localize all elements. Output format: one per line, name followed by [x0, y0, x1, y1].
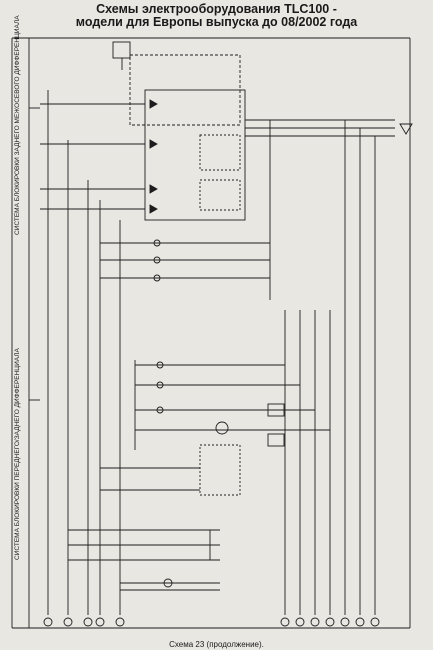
switch-contact [153, 274, 161, 282]
actuator-block [199, 444, 241, 496]
indicator-lamp [267, 403, 285, 417]
terminal-row [43, 617, 380, 627]
relay-switch [199, 179, 241, 211]
switch-contact [156, 361, 164, 369]
switch-contact [153, 239, 161, 247]
ecu-connector [112, 41, 131, 59]
ground-symbol [399, 123, 413, 135]
figure-caption: Схема 23 (продолжение). [169, 640, 264, 649]
relay-switch [199, 134, 241, 171]
page-title-line-1: Схемы электрооборудования TLC100 - [96, 2, 337, 16]
indicator-lamp [267, 433, 285, 447]
section-label-lower: СИСТЕМА БЛОКИРОВКИ ПЕРЕДНЕГО/ЗАДНЕГО ДИФ… [14, 348, 21, 560]
section-label-upper: СИСТЕМА БЛОКИРОВКИ ЗАДНЕГО МЕЖОСЕВОГО ДИ… [14, 15, 21, 235]
relay-block [144, 89, 246, 221]
motor-symbol [215, 421, 229, 435]
page-title-line-2: модели для Европы выпуска до 08/2002 год… [75, 15, 358, 29]
switch-contact [156, 406, 164, 414]
switch-contact [156, 381, 164, 389]
diode-row [149, 99, 158, 214]
switch-contact [153, 256, 161, 264]
